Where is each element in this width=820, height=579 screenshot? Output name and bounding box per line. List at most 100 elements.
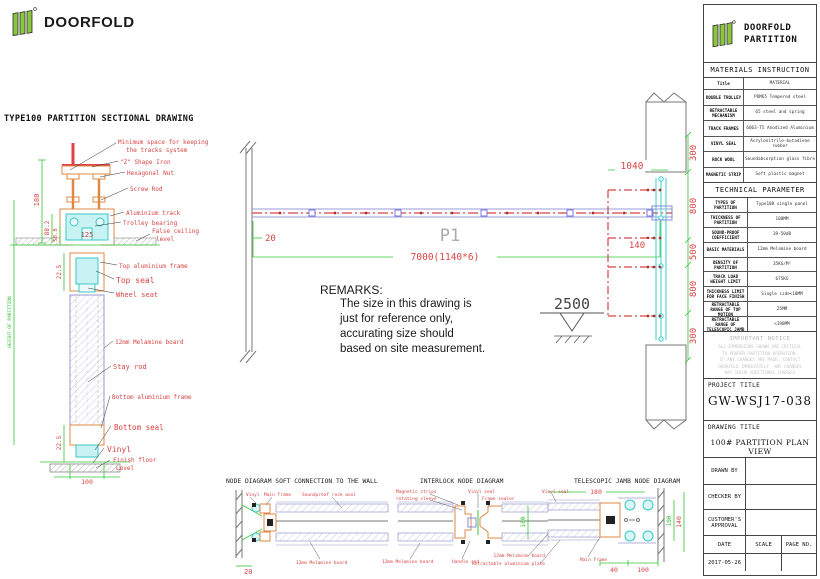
notice-line: IF ANY CHANGES ARE MADE, CONTACT <box>719 357 801 363</box>
titleblock-brand-2: PARTITION <box>744 34 798 45</box>
node1-connection-shape <box>241 503 277 542</box>
label-finish-floor-1: Finish floor <box>113 457 157 464</box>
remarks-line: just for reference only, <box>340 313 453 325</box>
date-value: 2017-05-26 <box>704 554 746 572</box>
sectional-title: TYPE100 PARTITION SECTIONAL DRAWING <box>4 114 194 124</box>
drawn-by-label: DRAWN BY <box>704 458 746 485</box>
node3-label-main-frame: Main frame <box>580 557 607 563</box>
label-stay-rod: Stay rod <box>113 363 147 371</box>
dim-7000-backing <box>393 250 497 262</box>
technical-row-value: 675KG <box>775 276 789 282</box>
node2-leaders <box>409 493 491 560</box>
dim-100: 100 <box>81 478 93 485</box>
technical-row-value: 12mm Melamine board <box>757 247 807 253</box>
level-marker <box>540 312 604 344</box>
label-trolley-bearing: Trolley bearing <box>123 220 178 227</box>
technical-row-value: Single side<10MM <box>761 291 803 297</box>
node3-bottom-dims <box>599 560 659 566</box>
materials-header-row: Title MATERIAL <box>704 78 816 90</box>
node2-label-magnetic: Magnetic strips <box>396 489 437 495</box>
signature-block: DRAWN BY CHECKER BY CUSTOMER'S APPROVAL … <box>704 458 816 572</box>
doorfold-green-bars-icon <box>12 7 37 36</box>
node2-dim-100: 100 <box>520 516 527 527</box>
technical-row-title: RETRACTABLE RANGE OF TELESCOPIC JAMB <box>704 317 748 332</box>
bottom-frame-shape <box>40 424 130 473</box>
notice-line: TO PROPER PARTITION OPERATION. <box>722 350 798 356</box>
node3-dim-140: 140 <box>675 516 683 528</box>
dim-1040-backing <box>615 160 651 171</box>
node2-interlock-shape <box>454 501 502 544</box>
node1-leaders <box>249 496 343 560</box>
dim-22-5-top: 22.5 <box>56 264 63 279</box>
node2-label-frame-sealer: Frame sealer <box>482 496 515 502</box>
customer-approval-row: CUSTOMER'S APPROVAL <box>704 510 816 537</box>
date-label: DATE <box>704 536 746 554</box>
label-top-seal: Top seal <box>116 276 155 285</box>
scale-label: SCALE <box>746 536 782 554</box>
node3-panel-shape <box>547 499 621 541</box>
node1-label-vinyl: Vinyl <box>246 492 260 498</box>
dim-125: 125 <box>81 231 94 239</box>
customer-approval-line2: APPROVAL <box>711 522 738 529</box>
node3-dim-100a: 100 <box>666 515 673 526</box>
remarks-block: REMARKS: The size in this drawing is jus… <box>320 283 520 357</box>
sectional-dimensions <box>13 159 120 479</box>
node3-label-vinyl-seal: Vinyl seal <box>542 489 569 495</box>
table-row: DENSITY OF PARTITION 35KG/M² <box>704 257 816 273</box>
technical-row-title: DENSITY OF PARTITION <box>704 257 748 272</box>
callout-leaders <box>69 142 151 469</box>
plan-dim-800a: 800 <box>689 198 699 214</box>
remarks-line: The size in this drawing is <box>340 298 472 310</box>
drawn-by-row: DRAWN BY <box>704 458 816 486</box>
title-block: DOORFOLD PARTITION MATERIALS INSTRUCTION… <box>703 4 817 576</box>
project-title-value: GW-WSJ17-038 <box>707 394 813 409</box>
materials-col-title: Title <box>704 78 744 89</box>
plan-p1-label: P1 <box>440 226 460 246</box>
materials-header: MATERIALS INSTRUCTION <box>704 63 816 78</box>
node2-label-sleeve: rotating sleeve <box>396 496 437 502</box>
plan-level-2500: 2500 <box>554 295 590 313</box>
checker-by-row: CHECKER BY <box>704 485 816 511</box>
branch-dots <box>646 188 662 318</box>
plan-dim-500: 500 <box>689 244 699 260</box>
brand-name: DOORFOLD <box>44 13 135 31</box>
plan-dim-1040: 1040 <box>621 161 644 172</box>
node3-label-retractable: Retractable aluminium plate <box>472 561 545 567</box>
drawing-title-box: DRAWING TITLE 100# PARTITION PLAN VIEW <box>704 421 816 459</box>
plan-dim-140: 140 <box>629 241 645 251</box>
page-label: PAGE NO. <box>785 541 813 548</box>
node3-dim-180: 180 <box>590 488 602 496</box>
label-z-iron: "Z" Shape Iron <box>120 159 171 166</box>
customer-approval-label: CUSTOMER'S APPROVAL <box>704 510 746 536</box>
table-row: THICKNESS LIMIT FOR FACE FINISH Single si… <box>704 287 816 303</box>
customer-approval-line1: CUSTOMER'S <box>707 516 742 523</box>
remarks-line: accurating size should <box>340 328 454 340</box>
notice-line: DOORFOLD IMMEDIATELY. ANY CHANGES <box>718 363 802 369</box>
technical-row-title: BASIC MATERIALS <box>704 242 748 257</box>
node1-wall-shape <box>235 490 243 558</box>
dim-140-backing <box>622 239 652 249</box>
trolley-shape <box>65 213 109 241</box>
dim-22-5-bottom: 22.5 <box>56 435 63 450</box>
label-melamine-board: 12mm Melamine board <box>115 339 184 346</box>
node1-label-melamine: 12mm Melamine board <box>296 560 348 566</box>
table-row: RETRACTABLE RANGE OF TELESCOPIC JAMB<190… <box>704 317 816 333</box>
technical-row-title: THICKNESS LIMIT FOR FACE FINISH <box>704 287 748 302</box>
technical-row-title: THICKNESS OF PARTITION <box>704 212 748 227</box>
materials-row-title: DOUBLE TROLLEY <box>704 90 744 105</box>
drawing-title-label: DRAWING TITLE <box>708 424 761 432</box>
remarks-line: based on site measurement. <box>340 343 486 355</box>
node3-dim-100b: 100 <box>637 566 649 574</box>
date-scale-page-header-row: DATE SCALE PAGE NO. <box>704 536 816 555</box>
technical-row-value: 35KG/M² <box>772 262 792 267</box>
customer-approval-field <box>746 510 816 535</box>
table-row: BASIC MATERIALS 12mm Melamine board <box>704 242 816 258</box>
dim-180: 180 <box>33 194 41 207</box>
